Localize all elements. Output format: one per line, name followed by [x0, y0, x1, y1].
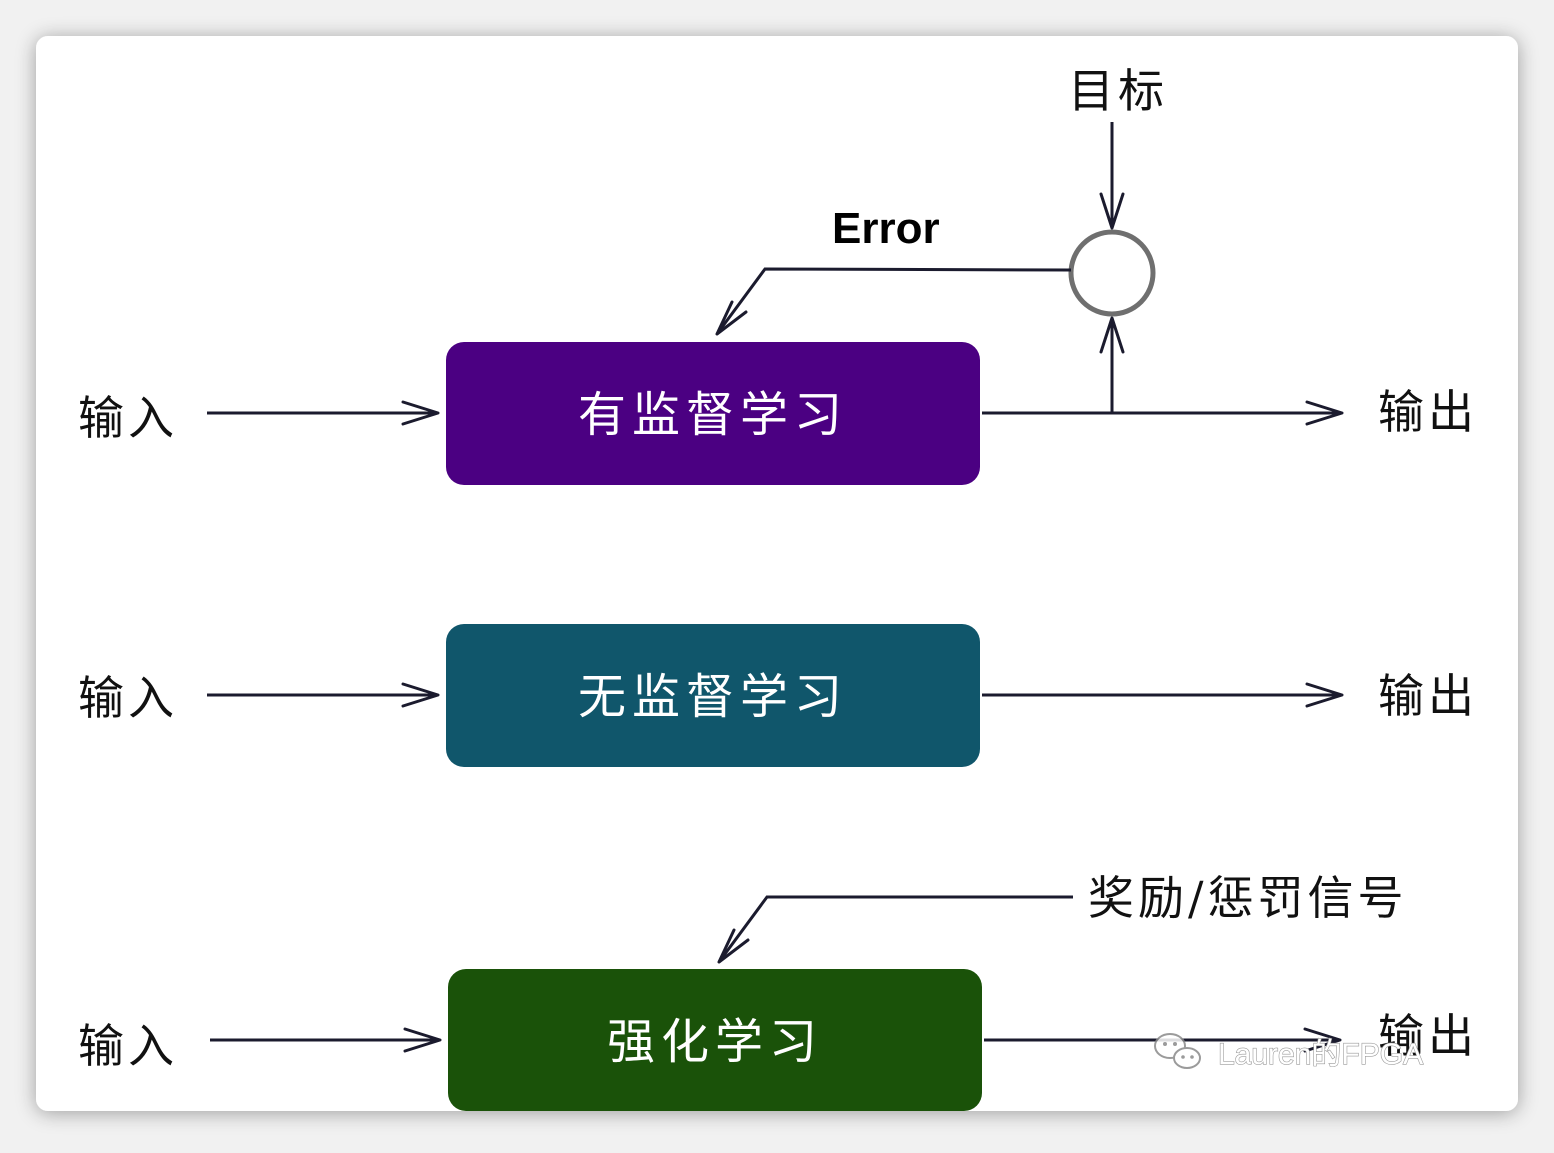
output-arrowhead-unsupervised: [1305, 682, 1344, 708]
input-arrowhead-supervised: [401, 400, 440, 426]
input-arrowhead-unsupervised: [401, 682, 440, 708]
input-label-unsupervised: 输入: [78, 671, 178, 725]
supervised-learning-box: [446, 342, 980, 485]
reinforcement-learning-label: 强化学习: [607, 1014, 823, 1070]
target-label: 目标: [1068, 64, 1168, 118]
unsupervised-learning-label: 无监督学习: [578, 669, 848, 725]
error-arrowhead: [715, 300, 748, 336]
supervised-learning-label: 有监督学习: [578, 387, 848, 443]
error-label: Error: [832, 204, 940, 253]
diagram-card: [36, 36, 1518, 1111]
target-arrowhead: [1099, 192, 1125, 230]
output-label-reinforcement: 输出: [1378, 1009, 1478, 1063]
reward-signal-arrowhead: [717, 928, 750, 964]
unsupervised-learning-box: [446, 624, 980, 767]
comparator-circle: [1068, 229, 1156, 317]
output-label-supervised: 输出: [1378, 385, 1478, 439]
error-arrow: [715, 267, 1072, 335]
output-arrowhead-supervised: [1305, 400, 1344, 426]
input-label-reinforcement: 输入: [78, 1019, 178, 1073]
reinforcement-learning-box: [448, 969, 982, 1111]
wechat-icon: [1154, 1033, 1201, 1069]
reward-signal-label: 奖励/惩罚信号: [1088, 871, 1408, 925]
input-arrowhead-reinforcement: [403, 1027, 442, 1053]
output-arrowhead-reinforcement: [1303, 1027, 1342, 1053]
watermark-text: Lauren的FPGA: [1218, 1038, 1423, 1071]
feedback-arrowhead: [1099, 316, 1125, 354]
input-label-supervised: 输入: [78, 391, 178, 445]
output-label-unsupervised: 输出: [1378, 669, 1478, 723]
reward-signal-arrow: [717, 895, 1073, 963]
